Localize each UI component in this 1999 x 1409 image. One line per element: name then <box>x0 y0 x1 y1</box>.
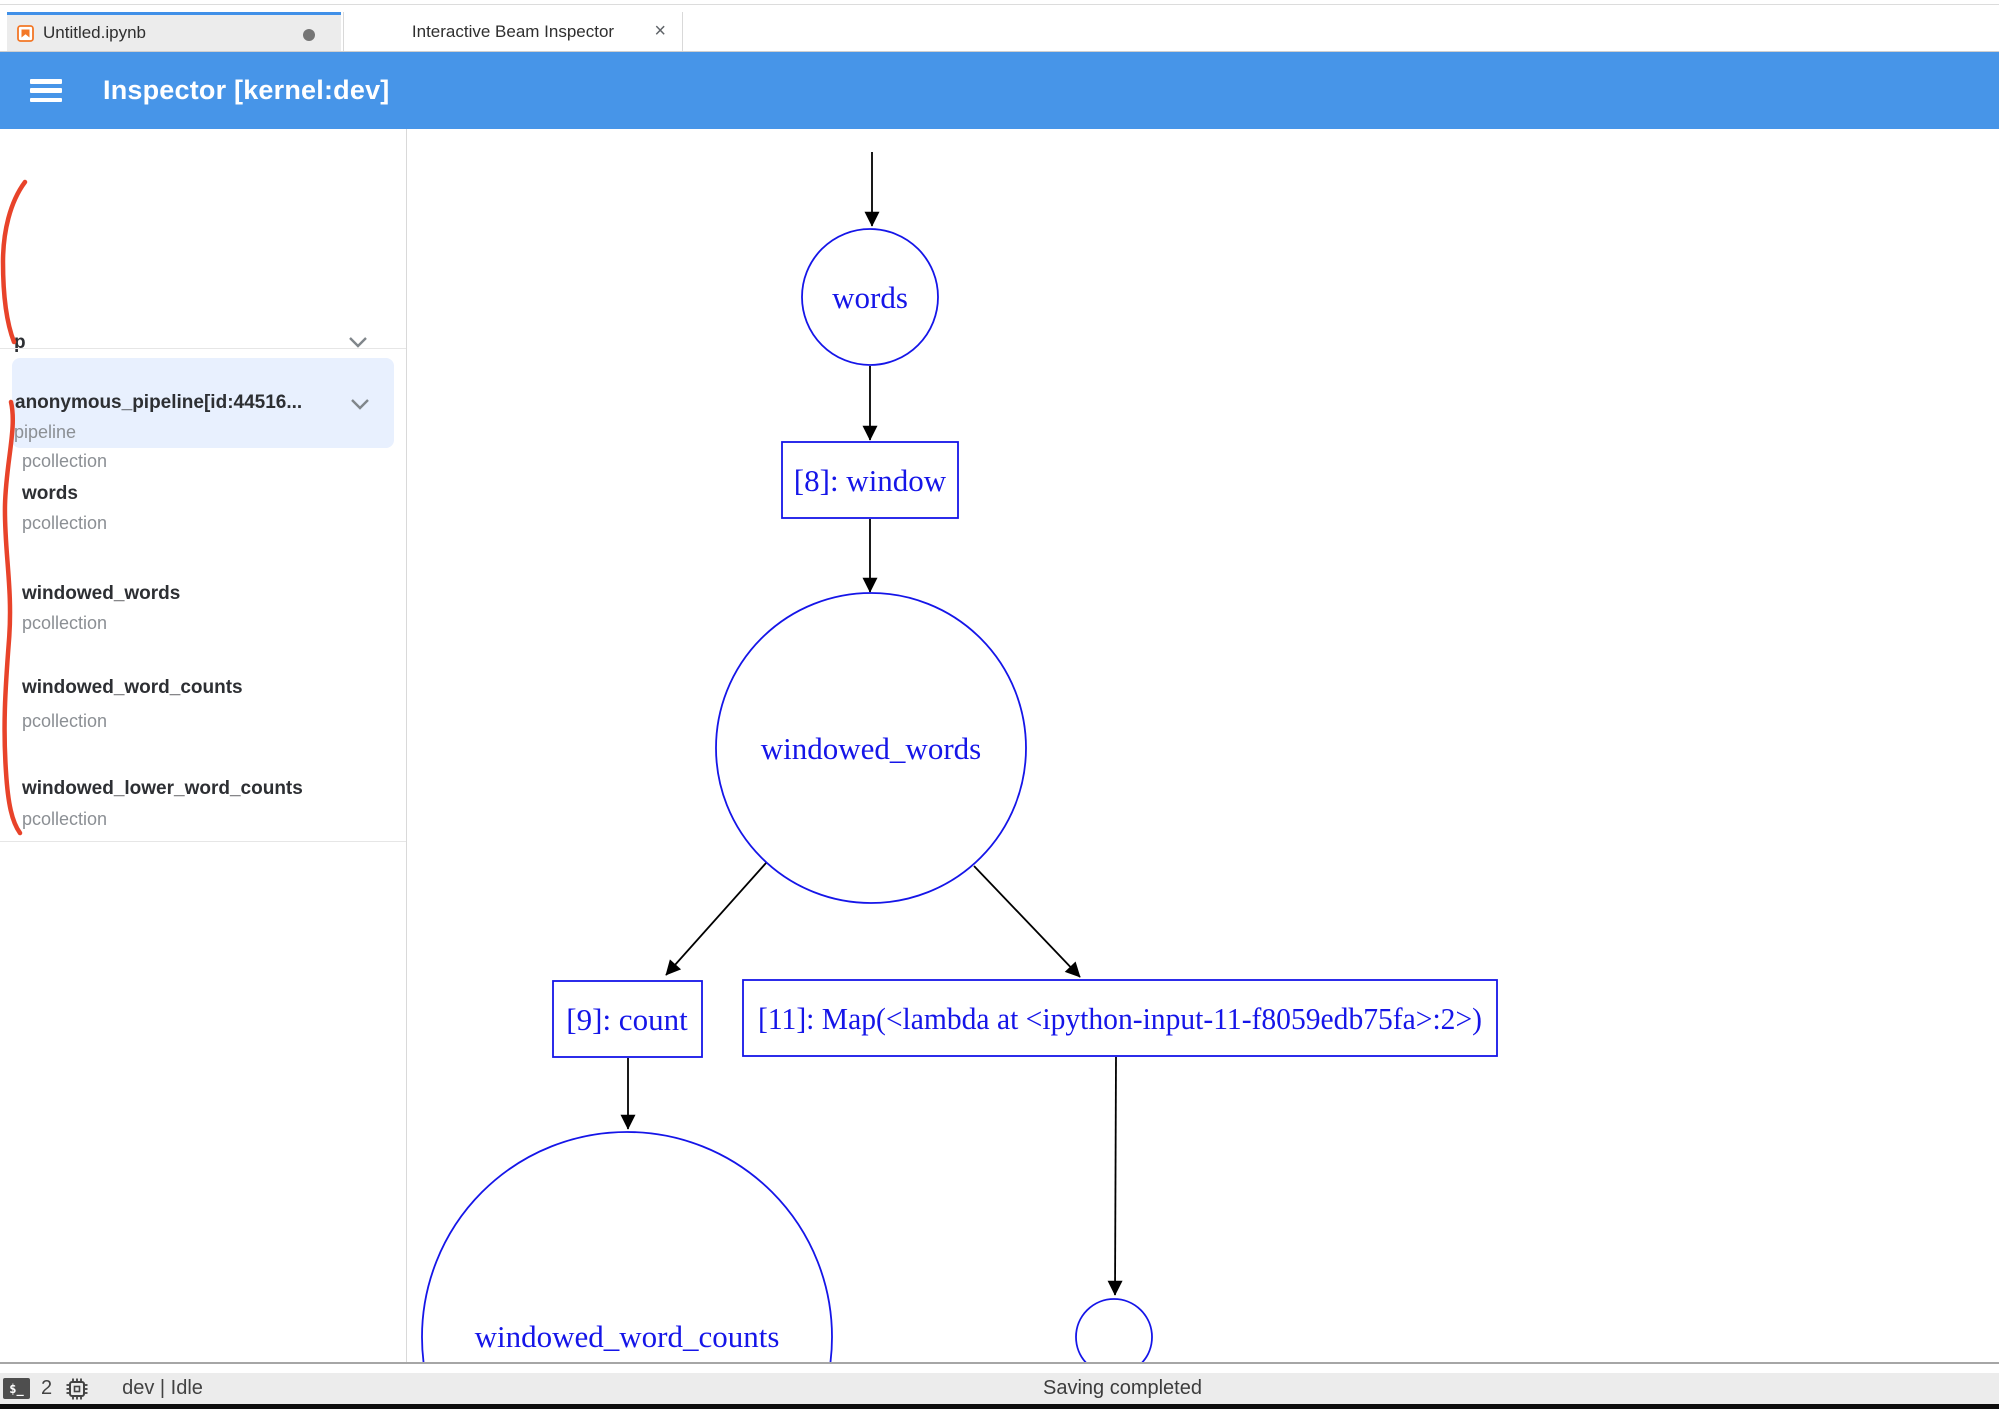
tab-untitled-notebook[interactable]: Untitled.ipynb <box>7 12 341 51</box>
graph-node-map-transform[interactable] <box>742 979 1498 1057</box>
sidebar-item-type: pcollection <box>22 513 108 533</box>
graph-node-words[interactable] <box>801 228 939 366</box>
graph-node-map-label: [11]: Map(<lambda at <ipython-input-11-f… <box>758 1001 1482 1036</box>
edge-to-count <box>665 862 767 976</box>
window-top-strip <box>0 0 1999 12</box>
graph-node-windowed-word-counts-label: windowed_word_counts <box>475 1319 780 1354</box>
tab-beam-inspector[interactable]: Interactive Beam Inspector × <box>343 12 683 51</box>
edge-map-to-result <box>1107 1056 1123 1296</box>
sidebar-item-words[interactable]: words <box>22 483 78 504</box>
pipeline-graph: words [8]: window windowed_words [9]: co… <box>421 152 1498 1362</box>
graph-node-window-label: [8]: window <box>794 463 947 498</box>
graph-node-words-label: words <box>832 280 908 315</box>
annotation-stroke-1 <box>0 179 28 345</box>
kernel-status[interactable]: dev | Idle <box>122 1377 203 1399</box>
status-message: Saving completed <box>1043 1377 1202 1399</box>
unsaved-changes-indicator <box>303 29 315 41</box>
graph-node-result-pcollection[interactable] <box>1075 1298 1153 1362</box>
terminal-icon[interactable]: $_ <box>3 1378 30 1399</box>
chevron-down-icon[interactable] <box>350 398 370 410</box>
notebook-icon <box>17 24 34 42</box>
sidebar-item-type: pipeline <box>14 422 77 442</box>
pipeline-sidebar: p pipeline pcoll pcollection anonymous_p… <box>0 129 407 1362</box>
sidebar-item-pipeline-p[interactable]: p <box>14 332 26 353</box>
sidebar-item-windowed-words[interactable]: windowed_words <box>22 583 181 604</box>
tab-bar: Untitled.ipynb Interactive Beam Inspecto… <box>0 12 1999 52</box>
sidebar-item-windowed-word-counts[interactable]: windowed_word_counts <box>22 677 243 698</box>
sidebar-item-type: pcollection <box>22 809 108 829</box>
window-top-hairline <box>0 4 1999 5</box>
annotation-stroke-2 <box>2 399 23 836</box>
kernel-chip-icon[interactable] <box>65 1377 89 1401</box>
graph-node-windowed-word-counts[interactable] <box>421 1131 833 1362</box>
graph-node-count-label: [9]: count <box>566 1002 688 1037</box>
sidebar-item-windowed-lower-word-counts[interactable]: windowed_lower_word_counts <box>22 778 303 799</box>
tab-title: Untitled.ipynb <box>43 23 147 42</box>
graph-node-windowed-words-label: windowed_words <box>761 731 981 766</box>
window-bottom-strip <box>0 1404 1999 1409</box>
tab-title: Interactive Beam Inspector <box>411 21 615 41</box>
inspector-header: Inspector [kernel:dev] <box>0 52 1999 129</box>
sidebar-divider <box>0 841 406 842</box>
graph-node-count-transform[interactable] <box>552 980 703 1058</box>
chevron-down-icon[interactable] <box>348 336 368 348</box>
sidebar-item-anonymous-pipeline-selected[interactable] <box>12 358 394 448</box>
close-icon[interactable]: × <box>654 20 666 42</box>
terminal-count: 2 <box>41 1377 53 1399</box>
sidebar-divider <box>0 348 406 349</box>
sidebar-item-type: pcollection <box>22 711 108 731</box>
sidebar-item-type: pcollection <box>22 451 108 471</box>
edge-to-map <box>973 865 1081 978</box>
graph-node-window-transform[interactable] <box>781 441 959 519</box>
graph-node-windowed-words[interactable] <box>715 592 1027 904</box>
inspector-title: Inspector [kernel:dev] <box>103 75 390 105</box>
red-annotations <box>0 179 28 836</box>
sidebar-item-anonymous-pipeline-label[interactable]: anonymous_pipeline[id:44516... <box>15 392 303 413</box>
sidebar-item-type: pcollection <box>22 613 108 633</box>
status-bar: $_ 2 dev | Idle <box>0 1373 1999 1404</box>
main-area-bottom-border <box>0 1362 1999 1364</box>
hamburger-menu-icon[interactable] <box>30 79 62 102</box>
